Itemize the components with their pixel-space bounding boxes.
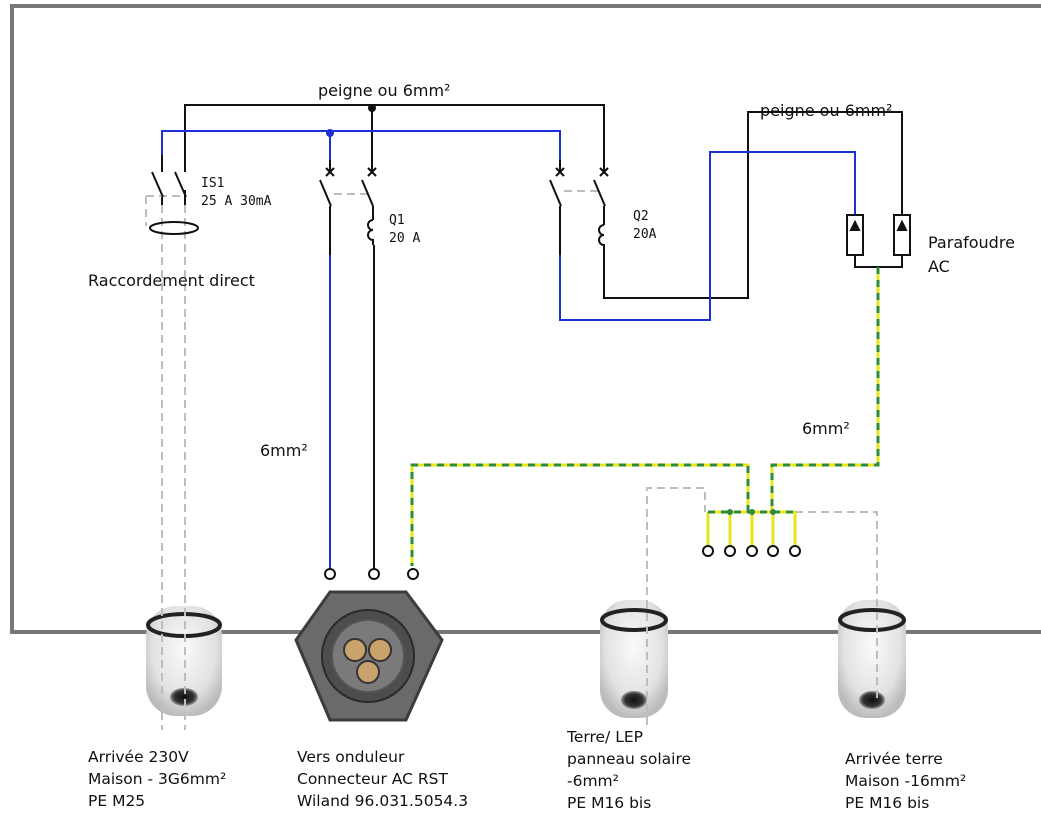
caption-line: Vers onduleur bbox=[297, 748, 405, 766]
terminals bbox=[324, 545, 801, 580]
junction-node bbox=[368, 104, 376, 112]
caption-line: -6mm² bbox=[567, 772, 619, 790]
caption-line: Wiland 96.031.5054.3 bbox=[297, 792, 469, 810]
cable-gland-m16-house bbox=[838, 600, 906, 718]
surge-label-line1: Parafoudre bbox=[928, 233, 1015, 252]
surge-label-line2: AC bbox=[928, 257, 950, 276]
q2-breaker-symbol bbox=[549, 160, 609, 255]
direct-connection-label: Raccordement direct bbox=[88, 271, 255, 290]
caption-line: Maison - 3G6mm² bbox=[88, 770, 227, 788]
cable-gland-m16-solar bbox=[600, 600, 668, 718]
ac-connector-rst bbox=[294, 590, 444, 722]
dashed-cable-runs bbox=[145, 190, 878, 730]
q2-name: Q2 bbox=[633, 209, 649, 224]
cable-size-label-right: 6mm² bbox=[802, 419, 850, 438]
junction-node bbox=[326, 129, 334, 137]
gland-caption-m25: Arrivée 230V Maison - 3G6mm² PE M25 bbox=[88, 746, 226, 812]
q1-breaker-symbol bbox=[319, 160, 377, 255]
cable-size-label-left: 6mm² bbox=[260, 441, 308, 460]
comb-label-top: peigne ou 6mm² bbox=[318, 81, 451, 100]
caption-line: Arrivée 230V bbox=[88, 748, 189, 766]
q1-rating: 20 A bbox=[389, 231, 421, 246]
caption-line: Connecteur AC RST bbox=[297, 770, 448, 788]
caption-line: PE M16 bis bbox=[845, 794, 930, 812]
is1-rating: 25 A 30mA bbox=[201, 194, 272, 209]
q2-rating: 20A bbox=[633, 227, 657, 242]
gland-caption-solar-earth: Terre/ LEP panneau solaire -6mm² PE M16 … bbox=[567, 726, 691, 814]
surge-arrester-symbol bbox=[846, 214, 911, 268]
gland-caption-house-earth: Arrivée terre Maison -16mm² PE M16 bis bbox=[845, 748, 966, 814]
caption-line: Arrivée terre bbox=[845, 750, 943, 768]
gland-caption-connector: Vers onduleur Connecteur AC RST Wiland 9… bbox=[297, 746, 468, 812]
q1-name: Q1 bbox=[389, 213, 405, 228]
earth-wiring bbox=[410, 267, 880, 566]
is1-name: IS1 bbox=[201, 176, 225, 191]
comb-label-right: peigne ou 6mm² bbox=[760, 101, 893, 120]
phase-wiring bbox=[184, 104, 903, 568]
caption-line: Maison -16mm² bbox=[845, 772, 967, 790]
caption-line: PE M25 bbox=[88, 792, 146, 810]
caption-line: panneau solaire bbox=[567, 750, 692, 768]
caption-line: Terre/ LEP bbox=[567, 728, 643, 746]
enclosure-outline bbox=[10, 4, 1041, 634]
caption-line: PE M16 bis bbox=[567, 794, 652, 812]
is1-switch-symbol bbox=[149, 155, 199, 235]
